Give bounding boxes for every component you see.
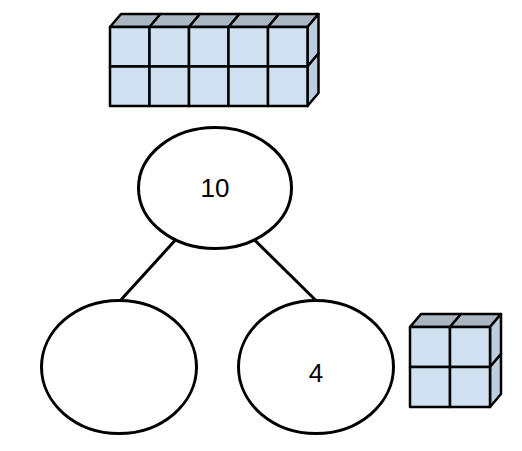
cube-front-face (229, 27, 269, 67)
bond-line (120, 240, 175, 301)
cube-front-face (268, 27, 308, 67)
whole-circle: 10 (137, 126, 293, 250)
circle-shape (239, 301, 394, 434)
cube-front-face (450, 367, 490, 407)
cube-side-face (490, 354, 501, 407)
cube-front-face (410, 327, 450, 367)
part-circle (40, 299, 198, 435)
circle-outline (40, 299, 198, 435)
ten-cube-block (110, 14, 319, 106)
cube-front-face (268, 67, 308, 107)
four-cube-block (410, 314, 501, 407)
cube-front-face (410, 367, 450, 407)
cube-front-face (150, 27, 190, 67)
bond-line (254, 240, 316, 301)
cube-front-face (450, 327, 490, 367)
circle-shape (139, 128, 292, 249)
number-label: 4 (309, 359, 323, 388)
cube-front-face (110, 27, 150, 67)
circle-shape (42, 301, 197, 434)
cube-front-face (229, 67, 269, 107)
number-label: 10 (201, 174, 230, 203)
cube-front-face (189, 27, 229, 67)
cube-front-face (110, 67, 150, 107)
cube-front-face (150, 67, 190, 107)
part-circle: 4 (237, 299, 395, 435)
cube-front-face (189, 67, 229, 107)
cube-side-face (308, 54, 319, 107)
